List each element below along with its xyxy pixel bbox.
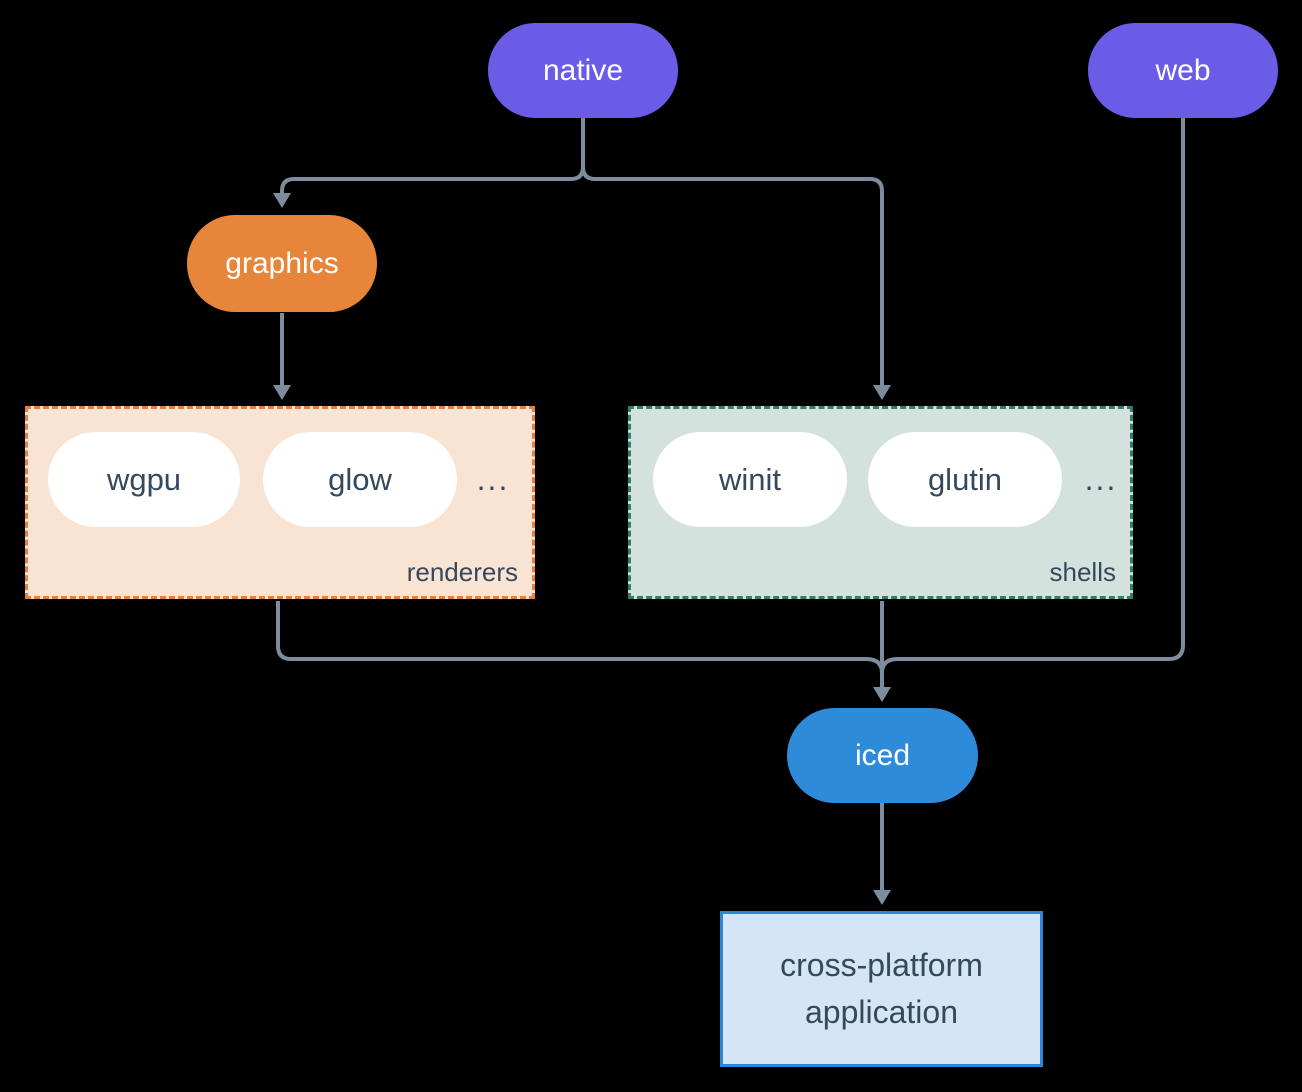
app-label-line2: application — [805, 994, 958, 1030]
shells-ellipsis: ... — [1084, 461, 1118, 497]
group-renderers: wgpu glow ... renderers — [25, 406, 535, 599]
node-native: native — [488, 23, 678, 118]
renderers-label: renderers — [406, 557, 518, 587]
node-iced: iced — [787, 708, 978, 803]
renderers-ellipsis: ... — [476, 461, 510, 497]
node-graphics: graphics — [187, 215, 377, 312]
node-glutin: glutin — [868, 432, 1062, 527]
node-wgpu: wgpu — [48, 432, 240, 527]
shells-label: shells — [1049, 557, 1116, 587]
arrowhead-shells — [873, 385, 891, 400]
app-label-line1: cross-platform — [780, 946, 983, 983]
arrowhead-renderers — [273, 385, 291, 400]
edge-renderers-merge — [276, 601, 884, 674]
group-shells: winit glutin ... shells — [628, 406, 1133, 599]
node-web: web — [1088, 23, 1278, 118]
node-cross-platform-application: cross-platform application — [720, 911, 1043, 1067]
edge-native-shells — [581, 118, 884, 385]
node-winit: winit — [653, 432, 847, 527]
arrowhead-app — [873, 890, 891, 905]
arrowhead-iced — [873, 687, 891, 702]
node-glow: glow — [263, 432, 457, 527]
arrowhead-graphics — [273, 193, 291, 208]
edge-native-graphics — [280, 118, 585, 193]
